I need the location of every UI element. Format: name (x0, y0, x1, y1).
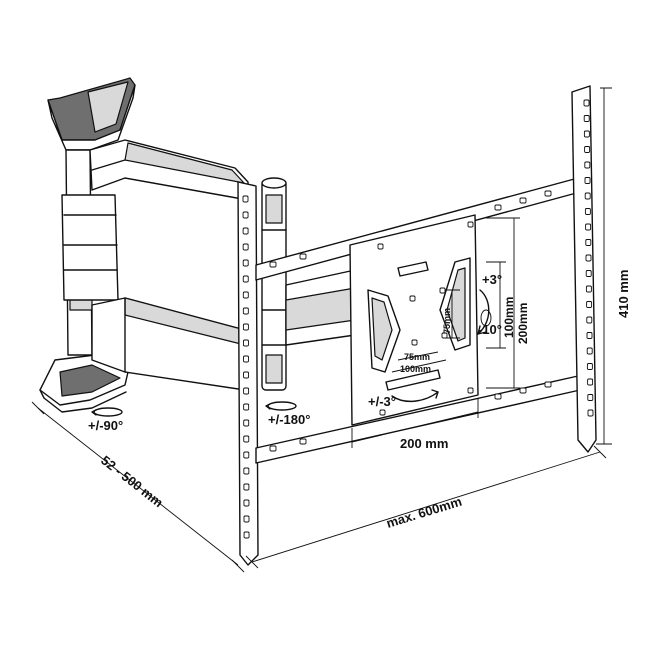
rail-hole (587, 378, 594, 386)
second-arm (285, 269, 356, 346)
rail-hole (242, 291, 249, 299)
bar-hole (269, 261, 277, 268)
rail-hole (584, 161, 591, 169)
bar-hole (544, 381, 552, 388)
bar-hole (494, 393, 502, 400)
rail-hole (585, 285, 592, 293)
rail-hole (586, 347, 593, 355)
rail-hole (243, 515, 250, 523)
rail-hole (585, 254, 592, 262)
tilt-down-label: -10° (478, 322, 502, 337)
rail-hole (586, 363, 593, 370)
rail-hole (585, 270, 592, 277)
vesa-100-h-label: 100mm (400, 364, 431, 374)
vesa-75-v-label: 75mm (442, 308, 452, 334)
rotation-label: +/-3° (368, 394, 396, 409)
bar-hole (299, 438, 307, 445)
bar-hole (494, 204, 502, 211)
swivel-arm-label: +/-180° (268, 412, 310, 427)
rail-hole (243, 387, 250, 395)
left-tv-rail (237, 181, 259, 566)
vesa-100-v-label: 100mm (502, 297, 516, 338)
vesa-plate (349, 214, 492, 426)
bar-hole (299, 253, 307, 260)
tilt-up-label: +3° (482, 272, 502, 287)
bar-hole (269, 445, 277, 452)
bar-hole (519, 387, 527, 394)
rail-hole (583, 99, 590, 107)
rail-hole (586, 301, 593, 308)
vesa-200-v-label: 200mm (516, 303, 530, 344)
right-tv-rail (571, 85, 597, 453)
vesa-hole (379, 409, 386, 416)
rail-hole (243, 467, 250, 475)
rail-hole (243, 419, 250, 427)
bar-hole (519, 197, 527, 204)
rail-hole (584, 208, 591, 215)
swivel-plate-label: +/-90° (88, 418, 123, 433)
vesa-hole (467, 387, 474, 394)
dimension-lines (31, 87, 612, 573)
rail-hole (587, 394, 594, 401)
width-200-label: 200 mm (400, 436, 448, 451)
rail-hole (243, 531, 250, 539)
vesa-hole (439, 287, 446, 294)
hinge-shaft (261, 177, 287, 391)
height-410-label: 410 mm (616, 270, 631, 318)
rail-hole (242, 243, 249, 251)
rail-hole (243, 499, 250, 507)
rail-hole (242, 211, 249, 219)
rail-hole (242, 227, 249, 235)
rail-hole (584, 146, 591, 153)
rail-hole (242, 339, 249, 347)
rail-hole (243, 355, 249, 363)
vesa-hole (377, 243, 384, 250)
rail-hole (243, 451, 250, 459)
rail-hole (585, 223, 592, 231)
rail-hole (583, 115, 590, 122)
rail-hole (242, 259, 249, 267)
rail-hole (585, 239, 592, 246)
vesa-hole (467, 221, 474, 228)
rail-hole (586, 332, 593, 339)
rail-hole (584, 177, 591, 184)
max-width-label: max. 600mm (384, 494, 463, 531)
first-arm (61, 139, 249, 391)
rail-hole (242, 195, 249, 203)
rail-hole (242, 275, 249, 283)
extension-label: 52 - 500 mm (98, 453, 166, 511)
vesa-75-h-label: 75mm (404, 352, 430, 362)
rail-hole (243, 371, 250, 379)
rail-hole (586, 316, 593, 324)
swivel-arrows (91, 401, 297, 417)
rail-hole (243, 403, 250, 411)
rail-hole (242, 307, 249, 315)
vesa-hole (441, 332, 448, 339)
rail-hole (243, 483, 250, 491)
vesa-hole (411, 339, 418, 346)
rail-hole (242, 323, 249, 331)
rail-hole (243, 435, 250, 443)
vesa-hole (409, 295, 416, 302)
rail-hole (583, 130, 590, 138)
bar-hole (544, 190, 552, 197)
rail-hole (587, 409, 594, 417)
rail-hole (584, 192, 591, 200)
